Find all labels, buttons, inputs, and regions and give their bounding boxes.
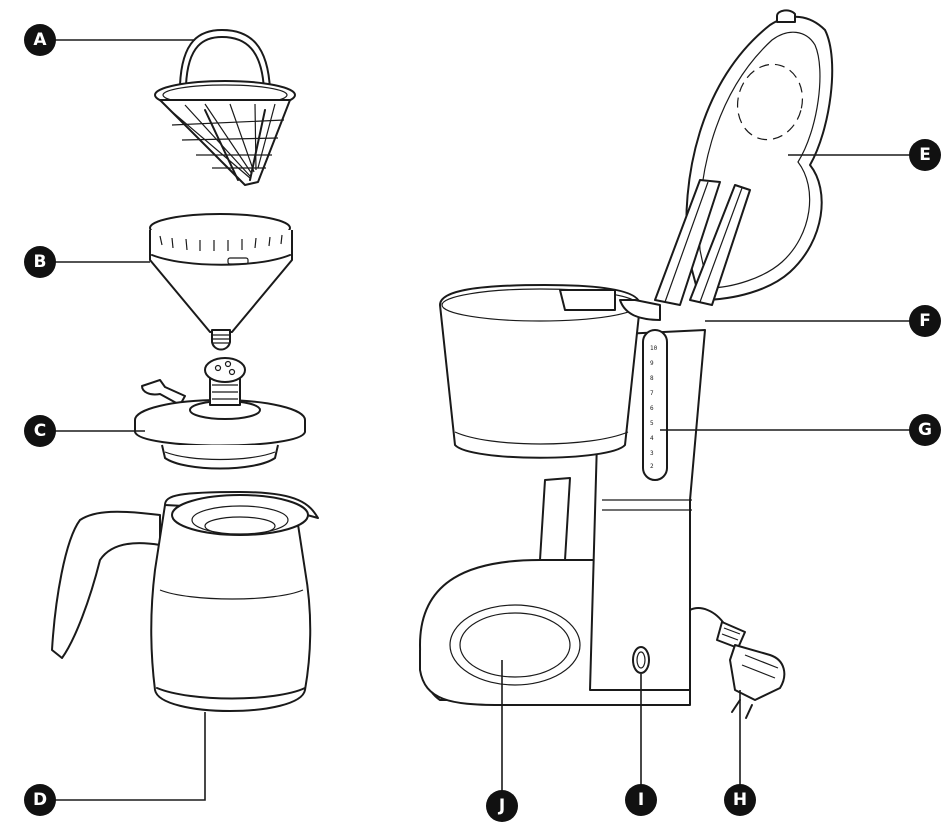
label-d: D: [24, 784, 56, 816]
svg-text:C: C: [34, 421, 46, 441]
filter-holder: [150, 214, 292, 350]
label-a: A: [24, 24, 56, 56]
svg-text:I: I: [638, 790, 644, 810]
carafe: [52, 492, 318, 711]
label-f: F: [909, 305, 941, 337]
svg-text:G: G: [918, 420, 932, 440]
jug-lid: [135, 358, 305, 469]
svg-text:2: 2: [650, 463, 654, 470]
svg-text:8: 8: [650, 375, 654, 382]
svg-text:4: 4: [650, 435, 654, 442]
label-j: J: [486, 790, 518, 822]
coffee-maker-body: 10 9 8 7 6 5 4 3 2: [420, 285, 705, 705]
svg-text:J: J: [498, 796, 505, 816]
label-h: H: [724, 784, 756, 816]
svg-text:10: 10: [650, 345, 658, 352]
label-i: I: [625, 784, 657, 816]
label-c: C: [24, 415, 56, 447]
svg-text:9: 9: [650, 360, 654, 367]
svg-text:7: 7: [650, 390, 654, 397]
label-e: E: [909, 139, 941, 171]
svg-text:D: D: [33, 790, 47, 810]
power-plug: [690, 608, 784, 718]
svg-text:3: 3: [650, 450, 654, 457]
svg-text:H: H: [733, 790, 747, 810]
svg-text:6: 6: [650, 405, 654, 412]
label-g: G: [909, 414, 941, 446]
svg-text:A: A: [33, 30, 47, 50]
svg-text:E: E: [919, 145, 931, 165]
water-tank-lid: [655, 10, 832, 305]
svg-text:F: F: [919, 311, 931, 331]
svg-text:B: B: [34, 252, 47, 272]
filter-basket: [155, 30, 295, 185]
label-b: B: [24, 246, 56, 278]
svg-text:5: 5: [650, 420, 654, 427]
